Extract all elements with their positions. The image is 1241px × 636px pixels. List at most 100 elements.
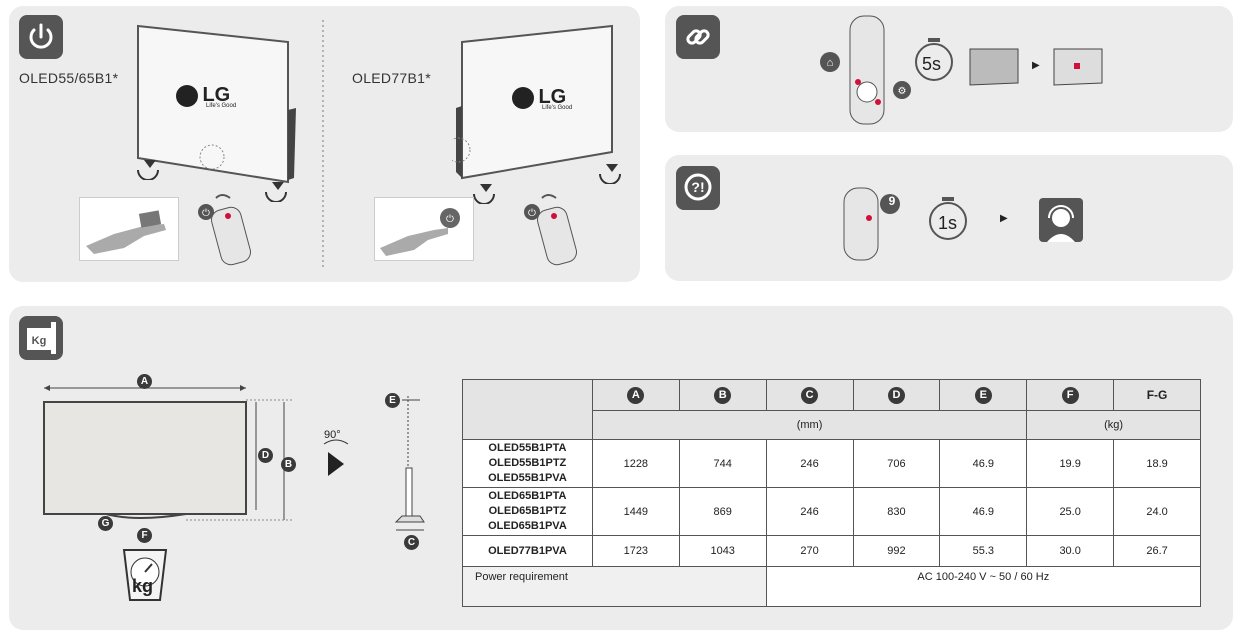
- tv-illustration-left: [137, 24, 296, 184]
- lg-logo-text: LG: [538, 86, 567, 108]
- value-cell: 46.9: [939, 439, 1028, 488]
- foot-arrow-icon: [599, 164, 621, 184]
- lg-logo-tagline: Life's Good: [206, 103, 237, 109]
- dim-label-f: F: [137, 528, 152, 543]
- model-cell: OLED77B1PVA: [462, 535, 593, 567]
- dim-label-b: B: [281, 457, 296, 472]
- svg-text:⏻: ⏻: [202, 208, 210, 219]
- timer-icon: [929, 197, 967, 240]
- value-cell: 1723: [591, 535, 680, 567]
- remote-control-icon: [843, 187, 900, 261]
- value-cell: 46.9: [939, 487, 1028, 536]
- value-cell: 19.9: [1026, 439, 1115, 488]
- value-cell: 246: [765, 487, 854, 536]
- model-name: OLED55B1PVA: [488, 472, 567, 484]
- remote-control-icon: ⌂ ⚙: [820, 15, 911, 125]
- spec-header-row: A B C D E F F-G: [462, 379, 1201, 440]
- power-value: AC 100-240 V ~ 50 / 60 Hz: [917, 571, 1050, 583]
- scale-unit-label: kg: [132, 576, 154, 596]
- pairing-panel: [665, 6, 1233, 132]
- lg-logo-tagline: Life's Good: [542, 105, 573, 111]
- value-cell: 1449: [591, 487, 680, 536]
- model-label-left: OLED55/65B1*: [19, 70, 119, 86]
- model-name: OLED55B1PTA: [488, 442, 567, 454]
- rotation-label: 90°: [324, 429, 341, 441]
- rotate-arrow-icon: [323, 439, 349, 445]
- table-row: OLED77B1PVA 1723 1043 270 992 55.3 30.0 …: [462, 535, 1201, 567]
- col-header-c: C: [801, 386, 819, 404]
- svg-text:⏻: ⏻: [528, 208, 536, 219]
- col-header-e: E: [974, 386, 992, 404]
- svg-text:⌂: ⌂: [827, 57, 834, 69]
- lg-logo-mark-icon: [512, 86, 534, 109]
- tv-screen-before-icon: [969, 48, 1019, 86]
- arrow-right-icon: ▶: [1032, 60, 1040, 71]
- remote-control-icon: ⏻: [198, 194, 251, 266]
- value-cell: 744: [678, 439, 767, 488]
- scale-icon: [122, 549, 168, 601]
- dim-label-d: D: [258, 448, 273, 463]
- power-value-cell: AC 100-240 V ~ 50 / 60 Hz: [765, 566, 1202, 607]
- value-cell: 246: [765, 439, 854, 488]
- model-cell: OLED55B1PTA OLED55B1PTZ OLED55B1PVA: [462, 439, 593, 488]
- value-cell: 1228: [591, 439, 680, 488]
- question-bubble-icon: ?!: [676, 166, 720, 210]
- lg-logo-left: LG Life's Good: [176, 84, 236, 109]
- value-cell: 1043: [678, 535, 767, 567]
- dim-label-g: G: [98, 516, 113, 531]
- col-header-b: B: [714, 386, 732, 404]
- spec-unit-row: (mm) (kg): [463, 410, 1201, 440]
- arrow-right-icon: ▶: [1000, 213, 1008, 224]
- foot-arrow-icon: [473, 184, 495, 204]
- table-row: OLED55B1PTA OLED55B1PTZ OLED55B1PVA 1228…: [462, 439, 1201, 488]
- table-row: OLED65B1PTA OLED65B1PTZ OLED65B1PVA 1449…: [462, 487, 1201, 536]
- value-cell: 24.0: [1113, 487, 1201, 536]
- value-cell: 25.0: [1026, 487, 1115, 536]
- svg-text:⚙: ⚙: [898, 86, 907, 97]
- model-label-right: OLED77B1*: [352, 70, 431, 86]
- value-cell: 270: [765, 535, 854, 567]
- value-cell: 55.3: [939, 535, 1028, 567]
- value-cell: 706: [852, 439, 941, 488]
- svg-text:?!: ?!: [691, 179, 704, 195]
- model-name: OLED65B1PTA: [488, 490, 567, 502]
- support-panel: [665, 155, 1233, 281]
- model-name: OLED55B1PTZ: [488, 457, 567, 469]
- model-name: OLED65B1PVA: [488, 520, 567, 532]
- foot-arrow-icon: [137, 160, 159, 180]
- dim-label-e: E: [385, 393, 400, 408]
- value-cell: 992: [852, 535, 941, 567]
- value-cell: 26.7: [1113, 535, 1201, 567]
- hand-icon: ⏻: [380, 208, 460, 256]
- hand-icon: [86, 210, 166, 254]
- pairing-timer-label: 5s: [922, 54, 942, 74]
- unit-mm: (mm): [591, 410, 1028, 440]
- tv-screen-after-icon: [1053, 48, 1103, 86]
- remote-control-icon: ⏻: [524, 194, 577, 266]
- spec-table: A B C D E F F-G (mm) (kg) OLED55B1PTA OL…: [462, 379, 1202, 607]
- support-agent-icon: [1039, 198, 1083, 242]
- kg-ruler-icon: Kg: [19, 316, 63, 360]
- value-cell: 18.9: [1113, 439, 1201, 488]
- col-header-f-g: F-G: [1146, 388, 1168, 402]
- lg-logo-text: LG: [202, 84, 231, 106]
- foot-arrow-icon: [265, 182, 287, 202]
- model-cell: OLED65B1PTA OLED65B1PTZ OLED65B1PVA: [462, 487, 593, 536]
- svg-text:Kg: Kg: [32, 335, 47, 347]
- tv-front-dimension-drawing: [43, 385, 292, 521]
- value-cell: 30.0: [1026, 535, 1115, 567]
- play-arrow-icon: [328, 452, 344, 476]
- unit-kg: (kg): [1026, 410, 1201, 440]
- power-row: Power requirement AC 100-240 V ~ 50 / 60…: [462, 566, 1202, 607]
- dim-label-a: A: [137, 374, 152, 389]
- timer-icon: [915, 38, 953, 81]
- support-timer-label: 1s: [938, 213, 958, 233]
- col-header-a: A: [627, 386, 645, 404]
- value-cell: 830: [852, 487, 941, 536]
- col-header-f: F: [1061, 386, 1079, 404]
- power-icon: [19, 15, 63, 59]
- svg-text:⏻: ⏻: [446, 214, 454, 225]
- dim-label-c: C: [404, 535, 419, 550]
- tv-illustration-right: [452, 24, 613, 180]
- tv-side-dimension-drawing: [394, 396, 425, 531]
